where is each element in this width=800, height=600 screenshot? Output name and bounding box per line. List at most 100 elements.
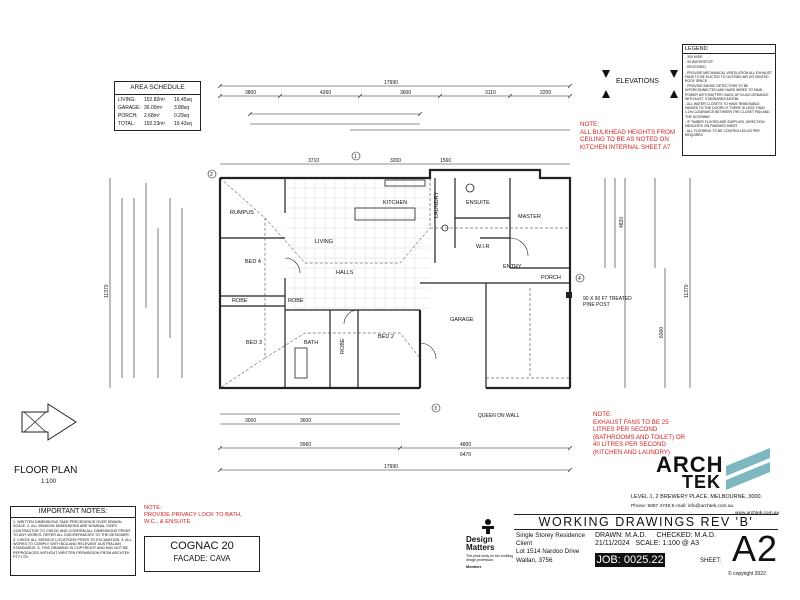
- archtek-name-top: ARCH: [656, 452, 724, 477]
- legend-item: - ALL WATER CLOSETS TO HAVE REMOVABLE HI…: [685, 102, 770, 119]
- legend-box: LEGEND - 300 WIDE- 90 WATERSTOP- RECESSE…: [682, 44, 776, 156]
- legend-item: - 90 WATERSTOP: [685, 60, 713, 65]
- legend-item: - IF TIMBER FLOORS ARE SUPPLIED, DIRECTI…: [685, 119, 765, 129]
- room-rumpus: RUMPUS: [230, 210, 254, 216]
- dim-right-overall: 11370: [684, 284, 690, 298]
- elevations-key: ELEVATIONS: [594, 66, 684, 102]
- room-robe-1: ROBE: [232, 298, 248, 304]
- kitchen-island: [354, 207, 416, 221]
- design-matters-badge: Design Matters The peak body for the bui…: [466, 516, 514, 576]
- porch-post: [566, 292, 572, 298]
- room-entry: ENTRY: [503, 264, 522, 270]
- project-client: Client: [516, 540, 533, 548]
- floor-plan-drawing: RUMPUS LIVING KITCHEN LAUNDRY ENSUITE MA…: [104, 80, 691, 473]
- title-block-heading: WORKING DRAWINGS REV 'B': [514, 514, 778, 530]
- dim-bench-1: 3200: [390, 158, 401, 164]
- room-bed4: BED 4: [245, 259, 261, 265]
- legend-item: - 300 WIDE: [685, 55, 703, 59]
- area-cell-m2: 36.00m²: [144, 105, 163, 111]
- area-cell-name: PORCH:: [118, 113, 138, 119]
- room-bath: BATH: [304, 340, 318, 346]
- room-master: MASTER: [518, 214, 541, 220]
- job-number: JOB: 0025.22: [595, 553, 665, 567]
- area-cell-sq: 0.29sq: [174, 113, 190, 119]
- room-robe-2: ROBE: [288, 298, 304, 304]
- design-matters-tagline: The peak body for the building design pr…: [466, 554, 514, 562]
- dim-bottom-d: 3600: [300, 418, 311, 424]
- project-type: Single Storey Residence: [516, 532, 585, 539]
- design-facade: FACADE: CAVA: [173, 554, 231, 563]
- room-laundry: LAUNDRY: [434, 191, 440, 218]
- area-cell-name: LIVING:: [118, 97, 136, 103]
- north-arrow-icon: [21, 403, 77, 441]
- laundry-trough: [441, 224, 449, 232]
- drawing-details: DRAWN: M.A.D. CHECKED: M.A.D. 21/11/2024…: [595, 532, 716, 548]
- note-bulkhead: NOTE: ALL BULKHEAD HEIGHTS FROM CEILING …: [580, 121, 676, 151]
- company-address: LEVEL 1, 2 BREWERY PLACE, MELBOURNE, 300…: [631, 494, 763, 500]
- legend-title: LEGEND: [683, 45, 775, 54]
- elevation-marker-3: 3: [431, 403, 441, 413]
- elevation-marker-1: 1: [351, 151, 361, 161]
- bathtub: [294, 347, 308, 379]
- legend-item: - ALL FLOORING TO BE CONTROLLED AS PER R…: [685, 129, 760, 138]
- dim-top-a: 3800: [245, 90, 256, 96]
- dim-bottom-a: 9960: [300, 442, 311, 448]
- design-matters-logo-icon: [482, 519, 494, 534]
- legend-item: - RECESSED: [685, 65, 706, 70]
- sheet-label: SHEET:: [700, 558, 722, 564]
- svg-text:1: 1: [354, 154, 357, 160]
- floor-plan-scale: 1:100: [41, 479, 57, 485]
- ensuite-basin: [465, 183, 475, 193]
- important-notes-body: 1. WRITTEN DIMENSIONS TAKE PRECEDENCE OV…: [13, 520, 132, 560]
- area-cell-sq: 16.45sq: [174, 97, 192, 103]
- dim-bench-2: 1560: [440, 158, 451, 164]
- checked-by: CHECKED: M.A.D.: [656, 532, 716, 539]
- room-robe-3: ROBE: [340, 338, 346, 354]
- legend-items: - 300 WIDE- 90 WATERSTOP- RECESSED- PROV…: [683, 54, 775, 140]
- room-bed3: BED 3: [246, 340, 262, 346]
- dim-bottom-e: 3000: [245, 418, 256, 424]
- note-exhaust: NOTE: EXHAUST FANS TO BE 25 LITRES PER S…: [593, 411, 686, 456]
- dim-top-overall: 17990: [384, 80, 398, 86]
- design-matters-title: Design Matters: [466, 535, 495, 552]
- svg-text:2: 2: [210, 172, 213, 178]
- room-wir: W.I.R: [476, 244, 489, 250]
- design-matters-member: Member: [466, 564, 482, 569]
- dim-kitchen: 3710: [308, 158, 319, 164]
- dim-right-b: 6000: [659, 327, 665, 338]
- room-halls: HALLS: [336, 270, 354, 276]
- area-cell-name: TOTAL:: [118, 121, 136, 127]
- dim-top-b: 4260: [320, 90, 331, 96]
- dim-right-a: 4820: [619, 217, 625, 228]
- dim-bottom-overall: 17990: [384, 464, 398, 470]
- sheet-number: A2: [732, 528, 779, 569]
- project-details: Single Storey Residence Client Lot 1514 …: [516, 532, 585, 565]
- important-notes-title: IMPORTANT NOTES:: [11, 507, 135, 518]
- elevation-marker-2: 2: [207, 169, 217, 179]
- company-contact: Phone: 9887 4748 E-mail: info@archtek.co…: [631, 504, 734, 509]
- project-lot: Lot 1514 Nardoo Drive: [516, 548, 580, 556]
- room-porch: PORCH: [541, 275, 561, 281]
- area-cell-name: GARAGE:: [118, 105, 141, 111]
- note-privacy: NOTE: PROVIDE PRIVACY LOCK TO BATH, W.C.…: [144, 505, 242, 525]
- dim-bottom-c: 4800: [460, 442, 471, 448]
- archtek-logo: ARCH TEK: [654, 446, 774, 496]
- area-schedule-title: AREA SCHEDULE: [115, 82, 200, 95]
- important-notes-box: IMPORTANT NOTES: 1. WRITTEN DIMENSIONS T…: [10, 506, 136, 576]
- room-garage: GARAGE: [450, 317, 474, 323]
- drawing-date: 21/11/2024: [595, 540, 630, 548]
- area-cell-sq: 3.88sq: [174, 105, 190, 111]
- area-cell-m2: 192.23m²: [144, 121, 166, 127]
- drawing-scale: SCALE: 1:100 @ A3: [635, 540, 700, 548]
- post-note: 90 X 90 F7 TREATED PINE POST: [583, 296, 632, 308]
- archtek-name-bottom: TEK: [682, 472, 721, 492]
- dim-left-overall: 11370: [104, 284, 110, 298]
- company-web: www.archtek.com.au: [735, 511, 780, 516]
- dim-bottom-b: 6470: [460, 452, 471, 458]
- dim-top-d: 3110: [485, 90, 496, 96]
- room-kitchen: KITCHEN: [383, 200, 407, 206]
